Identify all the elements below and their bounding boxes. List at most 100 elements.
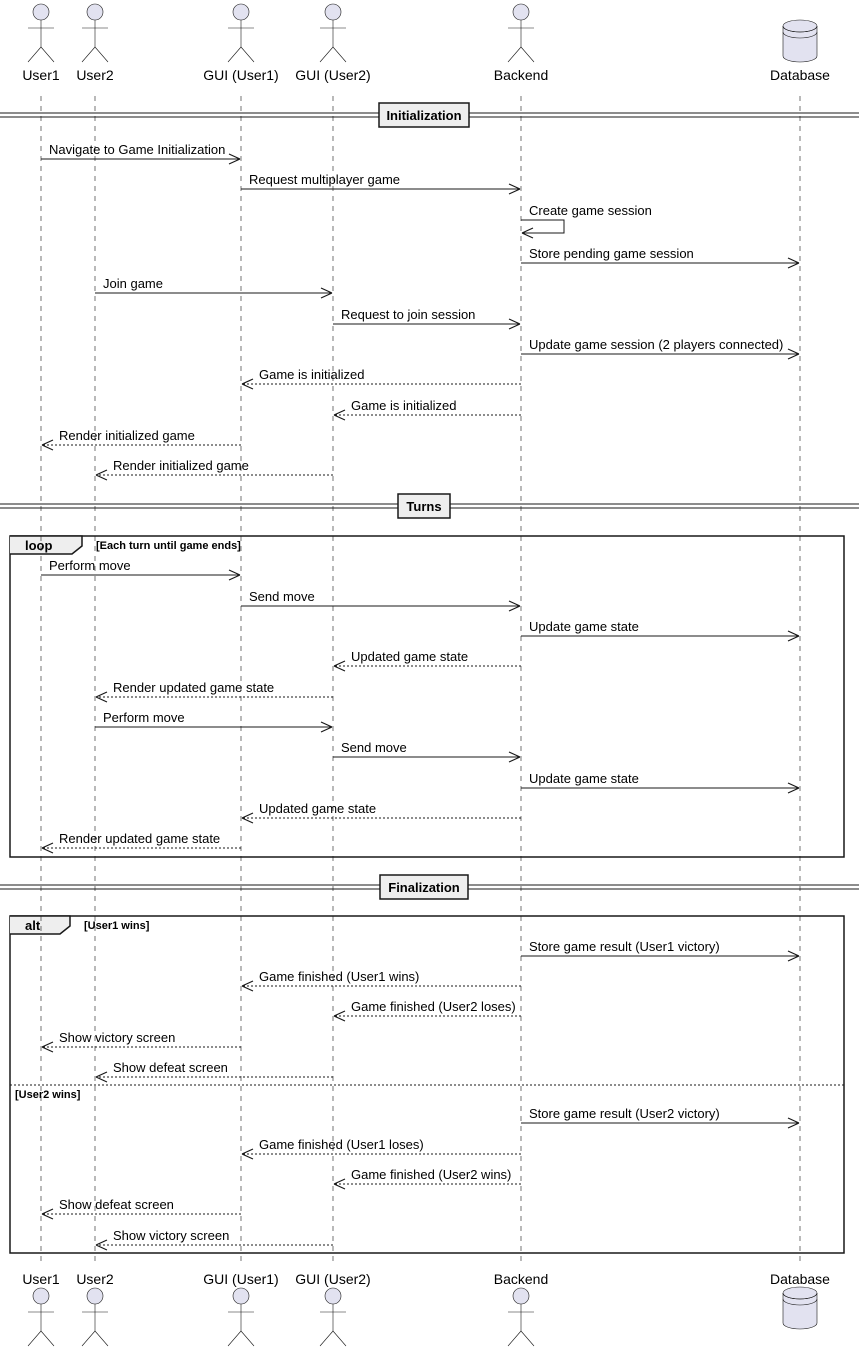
arrowhead-icon	[95, 691, 108, 703]
arrowhead-icon	[241, 378, 254, 390]
actor-icon	[227, 1287, 255, 1347]
arrowhead-icon	[333, 409, 346, 421]
arrowhead-icon	[41, 439, 54, 451]
actor-icon	[27, 3, 55, 63]
message: Perform move	[95, 710, 333, 733]
participant-label-bottom: User2	[76, 1271, 114, 1287]
message-label: Update game state	[529, 619, 639, 634]
participant-label-bottom: Database	[770, 1271, 830, 1287]
message-label: Create game session	[529, 203, 652, 218]
message: Show victory screen	[95, 1228, 333, 1251]
message-label: Render initialized game	[113, 458, 249, 473]
actor-icon	[81, 1287, 109, 1347]
participant-label-bottom: Backend	[494, 1271, 548, 1287]
message: Render initialized game	[95, 458, 333, 481]
fragment-guard: [User1 wins]	[84, 920, 150, 932]
participant-label-bottom: GUI (User1)	[203, 1271, 278, 1287]
participant-label-top: GUI (User2)	[295, 67, 370, 83]
message: Updated game state	[333, 649, 521, 672]
message-label: Send move	[341, 740, 407, 755]
message: Perform move	[41, 558, 241, 581]
fragment-keyword: loop	[25, 538, 52, 553]
arrowhead-icon	[787, 782, 800, 794]
message-label: Show victory screen	[113, 1228, 229, 1243]
arrowhead-icon	[787, 1117, 800, 1129]
message: Update game session (2 players connected…	[521, 337, 800, 360]
message: Store pending game session	[521, 246, 800, 269]
fragment-keyword: alt	[25, 918, 41, 933]
loop-fragment: loop [Each turn until game ends]	[9, 535, 845, 858]
section-divider: Initialization	[0, 102, 859, 128]
actor-icon	[81, 3, 109, 63]
message-label: Store game result (User1 victory)	[529, 939, 720, 954]
message-label: Request to join session	[341, 307, 475, 322]
arrowhead-icon	[508, 751, 521, 763]
arrowhead-icon	[95, 1239, 108, 1251]
arrowhead-icon	[333, 1010, 346, 1022]
actor-icon	[319, 3, 347, 63]
message-label: Store pending game session	[529, 246, 694, 261]
message-label: Game is initialized	[259, 367, 365, 382]
section-divider-label: Initialization	[386, 108, 461, 123]
arrowhead-icon	[320, 287, 333, 299]
database-icon	[782, 19, 818, 63]
arrowhead-icon	[787, 348, 800, 360]
message-label: Show victory screen	[59, 1030, 175, 1045]
message: Show defeat screen	[41, 1197, 241, 1220]
actor-icon	[27, 1287, 55, 1347]
message-label: Render updated game state	[59, 831, 220, 846]
message: Store game result (User1 victory)	[521, 939, 800, 962]
message-label: Updated game state	[259, 801, 376, 816]
actor-icon	[507, 3, 535, 63]
message-label: Show defeat screen	[59, 1197, 174, 1212]
message: Game finished (User1 wins)	[241, 969, 521, 992]
arrowhead-icon	[95, 469, 108, 481]
actor-icon	[319, 1287, 347, 1347]
message-label: Join game	[103, 276, 163, 291]
message: Render updated game state	[95, 680, 333, 703]
section-divider: Finalization	[0, 874, 859, 900]
fragment-guard: [Each turn until game ends]	[96, 540, 241, 552]
message-label: Navigate to Game Initialization	[49, 142, 225, 157]
section-divider-label: Turns	[406, 499, 441, 514]
arrowhead-icon	[228, 153, 241, 165]
message: Request to join session	[333, 307, 521, 330]
message-label: Render initialized game	[59, 428, 195, 443]
message-label: Perform move	[103, 710, 185, 725]
arrowhead-icon	[320, 721, 333, 733]
arrowhead-icon	[333, 660, 346, 672]
arrowhead-icon	[241, 980, 254, 992]
message-label: Update game session (2 players connected…	[529, 337, 783, 352]
message-label: Game finished (User2 loses)	[351, 999, 516, 1014]
message: Game finished (User2 wins)	[333, 1167, 521, 1190]
message: Game is initialized	[333, 398, 521, 421]
participant-label-top: Backend	[494, 67, 548, 83]
message: Navigate to Game Initialization	[41, 142, 241, 165]
message: Send move	[333, 740, 521, 763]
message-label: Game finished (User1 wins)	[259, 969, 419, 984]
message-label: Perform move	[49, 558, 131, 573]
message: Show victory screen	[41, 1030, 241, 1053]
message-label: Request multiplayer game	[249, 172, 400, 187]
message-label: Render updated game state	[113, 680, 274, 695]
message-label: Update game state	[529, 771, 639, 786]
arrowhead-icon	[787, 950, 800, 962]
message: Updated game state	[241, 801, 521, 824]
message: Update game state	[521, 619, 800, 642]
message-label: Game finished (User2 wins)	[351, 1167, 511, 1182]
arrowhead-icon	[241, 812, 254, 824]
message-label: Game finished (User1 loses)	[259, 1137, 424, 1152]
message-label: Store game result (User2 victory)	[529, 1106, 720, 1121]
message: Game finished (User1 loses)	[241, 1137, 521, 1160]
arrowhead-icon	[41, 1041, 54, 1053]
database-icon	[782, 1286, 818, 1330]
participant-label-top: GUI (User1)	[203, 67, 278, 83]
arrowhead-icon	[228, 569, 241, 581]
participant-label-bottom: User1	[22, 1271, 60, 1287]
arrowhead-icon	[787, 630, 800, 642]
message-label: Send move	[249, 589, 315, 604]
message: Create game session	[521, 203, 652, 239]
participant-label-bottom: GUI (User2)	[295, 1271, 370, 1287]
arrowhead-icon	[95, 1071, 108, 1083]
fragment-else-guard: [User2 wins]	[15, 1089, 81, 1101]
